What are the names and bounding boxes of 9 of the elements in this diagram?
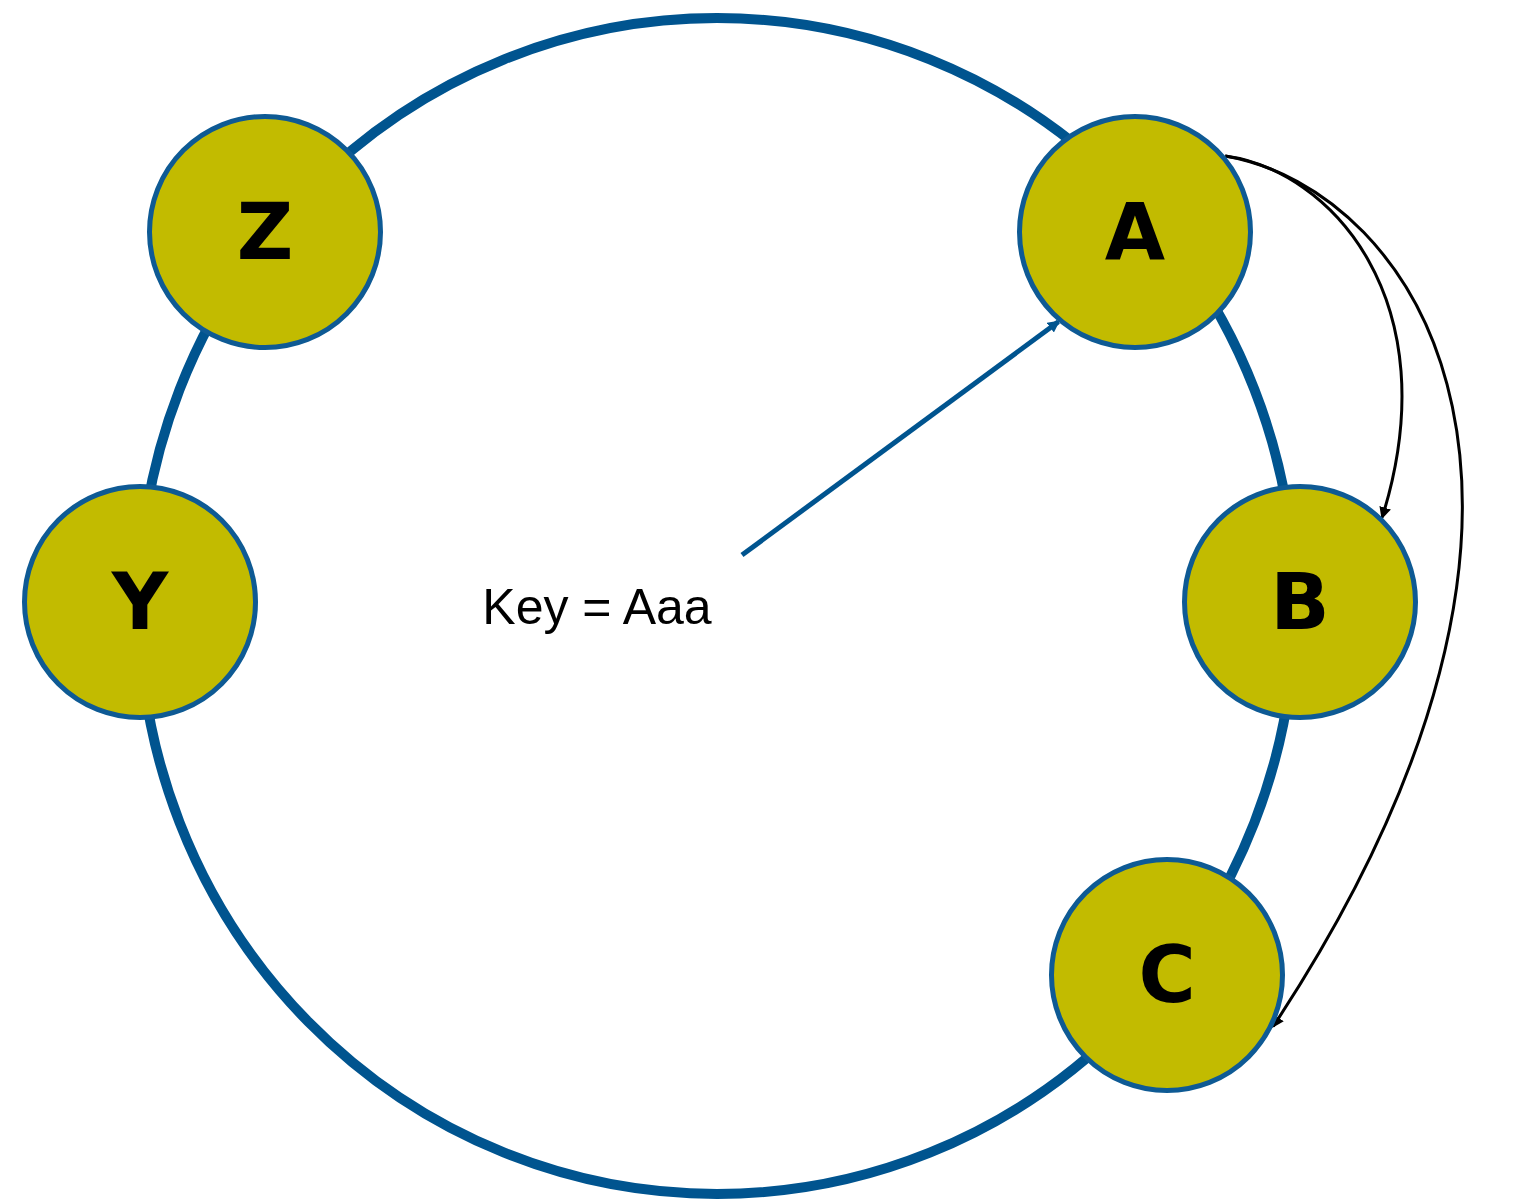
node-label: B	[1270, 557, 1330, 647]
node-label: Y	[111, 557, 169, 647]
node-label: A	[1104, 187, 1166, 277]
key-label: Key = Aaa	[482, 578, 712, 636]
node-label: C	[1138, 930, 1196, 1020]
arrow	[740, 319, 1060, 557]
arrow	[1224, 154, 1464, 1029]
arrow	[1224, 154, 1403, 520]
node-label: Z	[236, 187, 294, 277]
